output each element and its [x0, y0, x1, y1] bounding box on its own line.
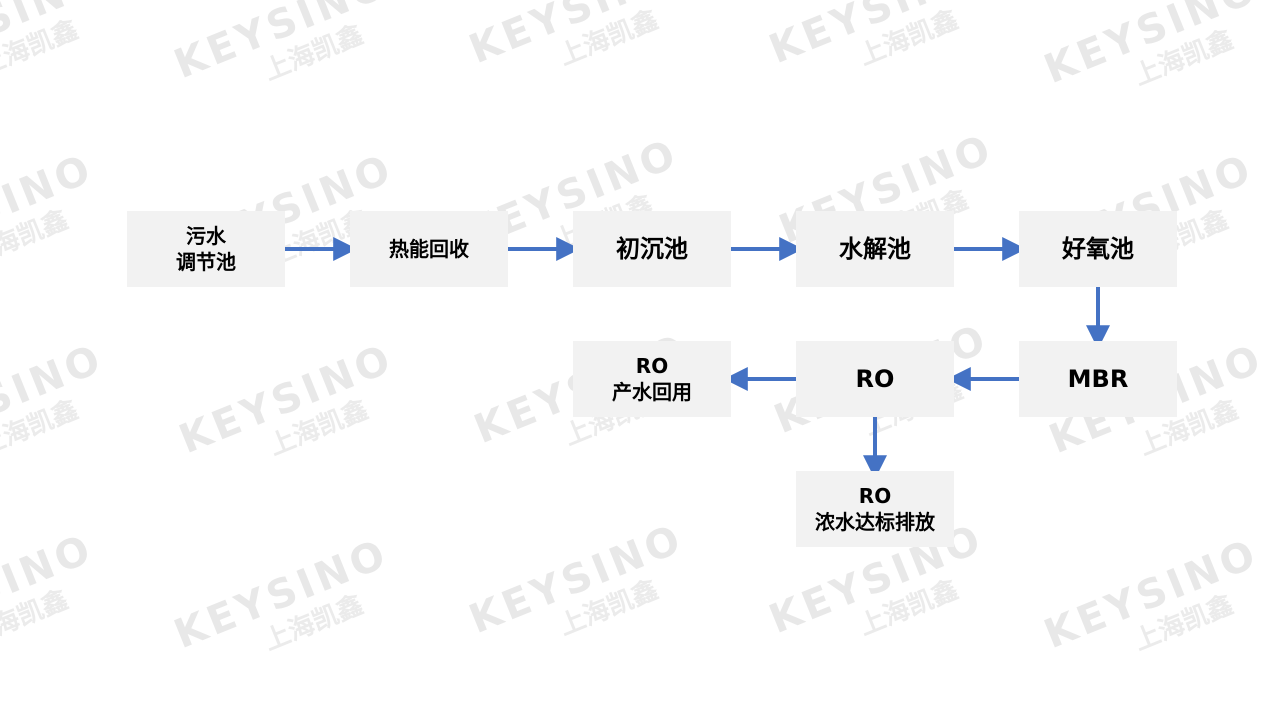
ro-discharge-label-line2: 浓水达标排放	[815, 510, 935, 534]
primary-settling-box: 初沉池	[573, 211, 731, 287]
ro-reuse-label-line2: 产水回用	[612, 380, 692, 404]
ro-reuse-label-line1: RO	[635, 354, 669, 378]
ro-discharge-label-line1: RO	[858, 484, 892, 508]
ro-discharge-box: RO 浓水达标排放	[796, 471, 954, 547]
primary-settling-label: 初沉池	[616, 235, 688, 263]
ro-label: RO	[855, 365, 895, 393]
mbr-label: MBR	[1067, 365, 1129, 393]
heat-recovery-box: 热能回收	[350, 211, 508, 287]
regulation-tank-box: 污水 调节池	[127, 211, 285, 287]
mbr-box: MBR	[1019, 341, 1177, 417]
regulation-tank-label-line2: 调节池	[176, 250, 236, 274]
heat-recovery-label: 热能回收	[389, 237, 469, 261]
hydrolysis-tank-box: 水解池	[796, 211, 954, 287]
aerobic-tank-box: 好氧池	[1019, 211, 1177, 287]
ro-reuse-box: RO 产水回用	[573, 341, 731, 417]
hydrolysis-tank-label: 水解池	[839, 235, 911, 263]
regulation-tank-label-line1: 污水	[186, 224, 226, 248]
ro-box: RO	[796, 341, 954, 417]
aerobic-tank-label: 好氧池	[1062, 235, 1134, 263]
